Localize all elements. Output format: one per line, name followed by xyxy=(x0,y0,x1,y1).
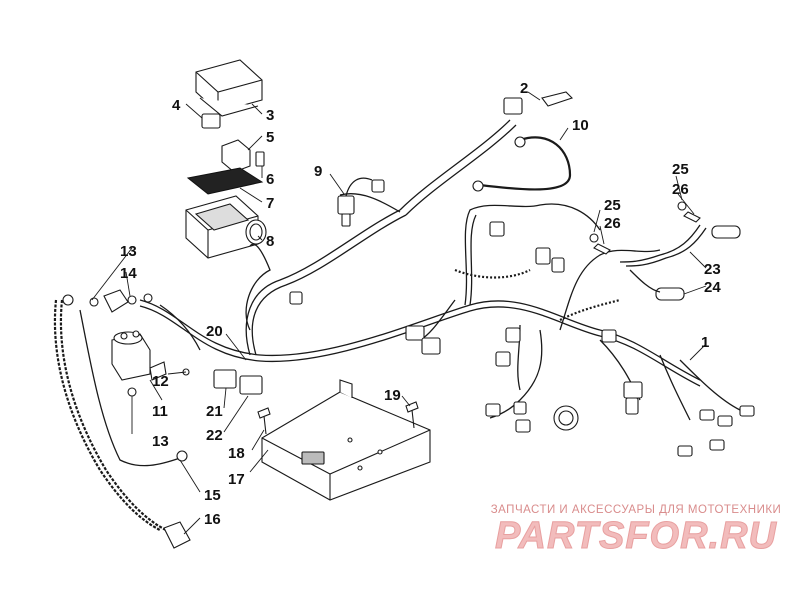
fuse-clip xyxy=(185,103,221,129)
callout-18: 18 xyxy=(228,445,245,462)
callout-15: 15 xyxy=(204,487,221,504)
leader-lines xyxy=(91,91,707,535)
callout-16: 16 xyxy=(204,511,221,528)
main-wiring-harness xyxy=(139,119,741,421)
callout-19: 19 xyxy=(384,387,401,404)
callout-25-left: 25 xyxy=(604,197,621,214)
fuse-label-strip xyxy=(186,167,264,195)
watermark-logo: PARTSFOR.RU xyxy=(495,515,777,557)
callout-2: 2 xyxy=(520,80,528,97)
ground-cable xyxy=(472,136,572,192)
harness-connectors xyxy=(289,91,755,457)
callout-26-right: 26 xyxy=(672,181,689,198)
battery-cable-coiled xyxy=(53,294,167,531)
speed-sensor-harness xyxy=(589,201,741,301)
screw-2 xyxy=(405,401,419,429)
callout-10: 10 xyxy=(572,117,589,134)
grommet-ring xyxy=(245,219,267,245)
callout-4: 4 xyxy=(172,97,181,114)
callout-26-left: 26 xyxy=(604,215,621,232)
callout-14: 14 xyxy=(120,265,137,282)
callout-25-right: 25 xyxy=(672,161,689,178)
relay-connectors xyxy=(213,369,263,395)
battery-cable xyxy=(79,309,188,467)
terminal-boot xyxy=(163,521,191,549)
callout-3: 3 xyxy=(266,107,274,124)
callout-11: 11 xyxy=(152,403,168,420)
watermark-tagline: ЗАПЧАСТИ И АКСЕССУАРЫ ДЛЯ МОТОТЕХНИКИ xyxy=(490,504,782,516)
callout-8: 8 xyxy=(266,233,274,250)
callout-23: 23 xyxy=(704,261,721,278)
callout-24: 24 xyxy=(704,279,721,296)
screw xyxy=(257,407,271,435)
callout-13-bottom: 13 xyxy=(152,433,169,450)
callout-1: 1 xyxy=(701,334,709,351)
callout-12: 12 xyxy=(152,373,169,390)
callout-13-top: 13 xyxy=(120,243,137,260)
fuse-box-cover xyxy=(195,59,263,117)
callout-6: 6 xyxy=(266,171,274,188)
temperature-sensor xyxy=(337,177,373,227)
relay xyxy=(221,139,251,173)
callout-20: 20 xyxy=(206,323,223,340)
callout-labels: 1 2 3 4 5 6 7 8 9 10 11 12 13 13 14 15 1… xyxy=(120,80,721,528)
callout-5: 5 xyxy=(266,129,274,146)
mounting-plate xyxy=(261,379,431,501)
callout-17: 17 xyxy=(228,471,245,488)
watermark: ЗАПЧАСТИ И АКСЕССУАРЫ ДЛЯ МОТОТЕХНИКИ PA… xyxy=(486,504,786,557)
solenoid-boot xyxy=(103,289,129,313)
fuse-block-base xyxy=(185,195,259,259)
callout-21: 21 xyxy=(206,403,223,420)
callout-9: 9 xyxy=(314,163,322,180)
callout-7: 7 xyxy=(266,195,274,212)
fuse xyxy=(255,151,265,167)
callout-22: 22 xyxy=(206,427,223,444)
hardware-small xyxy=(89,293,190,397)
starter-solenoid xyxy=(111,330,151,381)
